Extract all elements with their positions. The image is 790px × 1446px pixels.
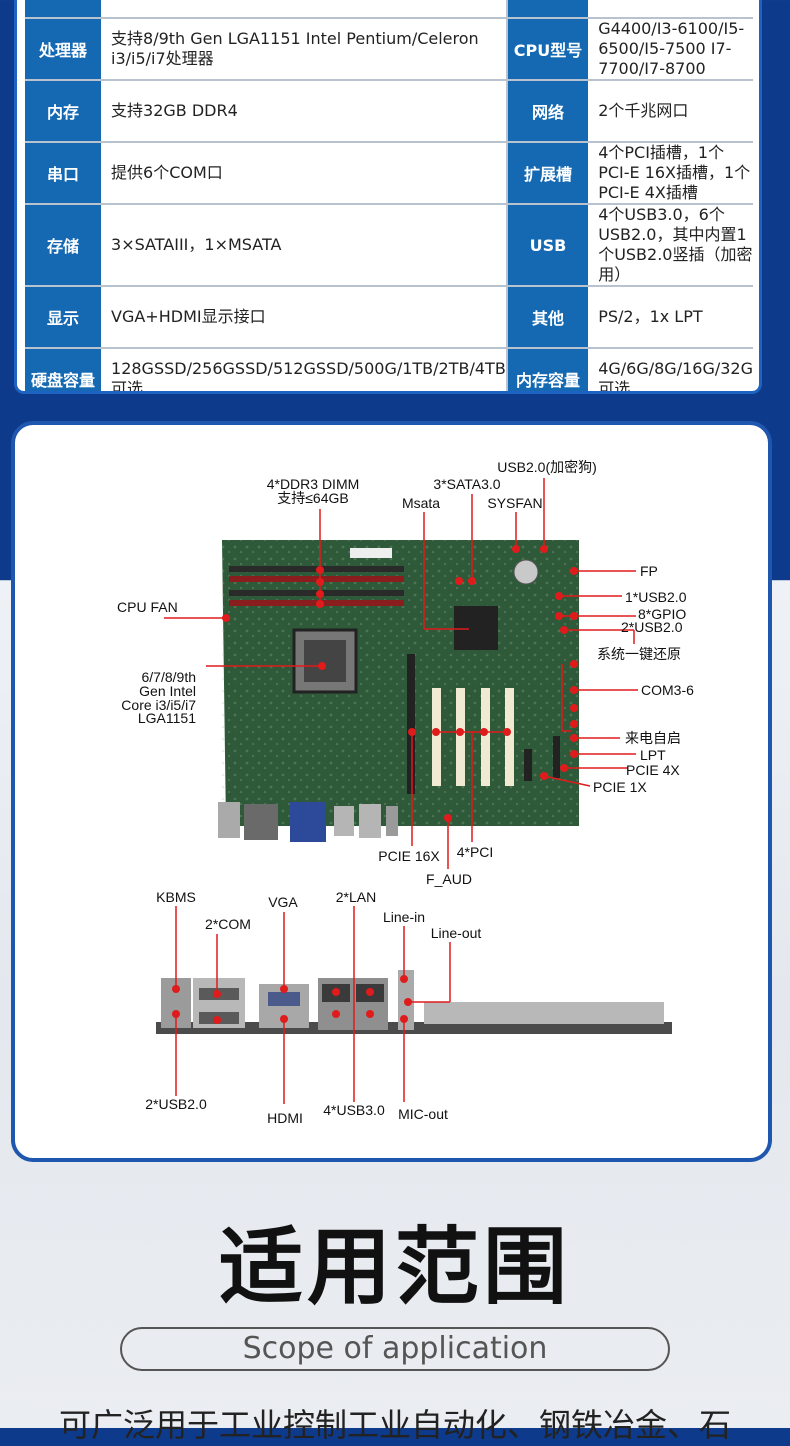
label-usb20-dongle: USB2.0(加密狗) [497, 459, 597, 475]
io-callout-dots [172, 975, 412, 1024]
io-label-kbms: KBMS [156, 889, 196, 905]
io-callout-lines [175, 906, 451, 1104]
callout-lines [164, 478, 638, 869]
label-lpt: LPT [640, 747, 666, 763]
spec-key: 网络 [506, 80, 589, 143]
spec-value: 128GSSD/256GSSD/512GSSD/500G/1TB/2TB/4TB… [101, 348, 508, 391]
board-diagram: USB2.0(加密狗) 3*SATA3.0 4*DDR3 DIMM 支持≤64G… [117, 459, 694, 1126]
spec-key: CPU型号 [506, 18, 589, 81]
section-body-text: 可广泛用于工业控制工业自动化、钢铁冶金、石 [58, 1406, 731, 1444]
spec-key: 存储 [25, 204, 102, 287]
io-label-hdmi: HDMI [267, 1110, 303, 1126]
spec-key: 内存 [25, 80, 102, 143]
pcie16x-slot [407, 654, 415, 794]
spec-key: 扩展槽 [506, 142, 589, 205]
spec-value: 4G/6G/8G/16G/32G可选 [588, 348, 753, 391]
io-connectors [161, 970, 664, 1030]
label-sysfan: SYSFAN [487, 495, 542, 511]
label-msata: Msata [402, 495, 440, 511]
pci-slots [432, 688, 514, 786]
label-pci: 4*PCI [457, 844, 494, 860]
spec-value: 提供6个COM口 [101, 142, 508, 205]
label-pcie4x: PCIE 4X [626, 762, 680, 778]
io-label-line-out: Line-out [431, 925, 482, 941]
label-cpu-line4: LGA1151 [138, 710, 196, 726]
label-usb20-1: 1*USB2.0 [625, 589, 687, 605]
label-fp: FP [640, 563, 658, 579]
spec-value: 3×SATAIII，1×MSATA [101, 204, 508, 287]
callout-dots [222, 545, 578, 822]
label-faud: F_AUD [426, 871, 472, 887]
spec-key [506, 0, 589, 19]
board-diagram-card: USB2.0(加密狗) 3*SATA3.0 4*DDR3 DIMM 支持≤64G… [11, 421, 772, 1162]
spec-value: 4个USB3.0，6个USB2.0，其中内置1个USB2.0竖插（加密用） [588, 204, 753, 287]
spec-value: 4个PCI插槽，1个PCI-E 16X插槽，1个PCI-E 4X插槽 [588, 142, 753, 205]
label-restore: 系统一键还原 [597, 646, 681, 662]
cmos-battery [513, 559, 539, 585]
io-label-usb30: 4*USB3.0 [323, 1102, 385, 1118]
lpt-header [553, 736, 560, 778]
label-cpu-line1: 6/7/8/9th [142, 669, 197, 685]
label-cpu-line2: Gen Intel [139, 683, 196, 699]
spec-value: 支持8/9th Gen LGA1151 Intel Pentium/Celero… [101, 18, 508, 81]
io-label-mic-out: MIC-out [398, 1106, 448, 1122]
label-autostart: 来电自启 [625, 730, 681, 746]
spec-key: 显示 [25, 286, 102, 349]
spec-row [25, 0, 753, 19]
label-gpio: 8*GPIO [638, 606, 686, 622]
spec-value: G4400/I3-6100/I5-6500/I5-7500 I7-7700/I7… [588, 18, 753, 81]
spec-table: 处理器支持8/9th Gen LGA1151 Intel Pentium/Cel… [25, 0, 753, 391]
pcb-texture [222, 540, 579, 826]
spec-key: 内存容量 [506, 348, 589, 391]
label-pcie16x: PCIE 16X [378, 848, 440, 864]
spec-key: 串口 [25, 142, 102, 205]
cpu-socket-inner [304, 640, 346, 682]
spec-key: 硬盘容量 [25, 348, 102, 391]
io-label-usb20: 2*USB2.0 [145, 1096, 207, 1112]
label-cpu-fan: CPU FAN [117, 599, 178, 615]
io-label-lan: 2*LAN [336, 889, 376, 905]
atx-connector [350, 548, 392, 558]
label-cpu-line3: Core i3/i5/i7 [121, 697, 196, 713]
pcie4x-slot [524, 749, 532, 781]
spec-value: 2个千兆网口 [588, 80, 753, 143]
spec-table-card: 处理器支持8/9th Gen LGA1151 Intel Pentium/Cel… [14, 0, 762, 394]
io-label-line-in: Line-in [383, 909, 425, 925]
spec-value: 支持32GB DDR4 [101, 80, 508, 143]
section-subtitle: Scope of application [120, 1327, 670, 1371]
label-ddr-line2: 支持≤64GB [277, 490, 348, 506]
label-pcie1x: PCIE 1X [593, 779, 647, 795]
spec-key: 其他 [506, 286, 589, 349]
spec-key: USB [506, 204, 589, 287]
io-label-com: 2*COM [205, 916, 251, 932]
spec-value [101, 0, 508, 19]
spec-value [588, 0, 753, 19]
label-usb20-2: 2*USB2.0 [621, 619, 683, 635]
board-rear-io [218, 802, 398, 842]
io-label-vga: VGA [268, 894, 298, 910]
spec-key: 处理器 [25, 18, 102, 81]
label-com36: COM3-6 [641, 682, 694, 698]
spec-row: 处理器支持8/9th Gen LGA1151 Intel Pentium/Cel… [25, 18, 753, 81]
spec-key [25, 0, 102, 19]
spec-value: VGA+HDMI显示接口 [101, 286, 508, 349]
chipset-heatsink [454, 606, 498, 650]
section-title: 适用范围 [218, 1218, 571, 1316]
label-sata: 3*SATA3.0 [433, 476, 500, 492]
spec-value: PS/2，1x LPT [588, 286, 753, 349]
label-ddr-line1: 4*DDR3 DIMM [267, 476, 360, 492]
